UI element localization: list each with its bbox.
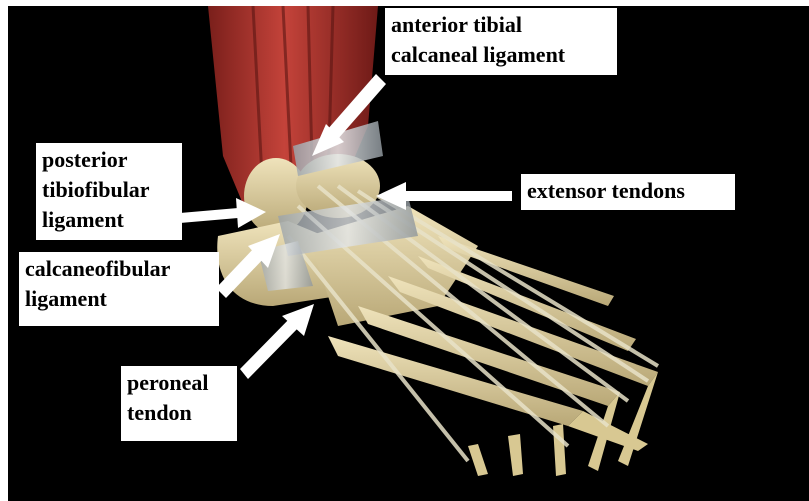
label-peroneal-tendon: peroneal tendon [121, 366, 237, 441]
label-calcaneofibular-ligament: calcaneofibular ligament [19, 252, 219, 326]
label-extensor-tendons: extensor tendons [521, 174, 735, 210]
arrow-peroneal-tendon [240, 304, 314, 379]
anatomy-illustration: anterior tibial calcaneal ligament exten… [8, 6, 809, 501]
label-anterior-tibial-calcaneal-ligament: anterior tibial calcaneal ligament [385, 8, 617, 75]
label-posterior-tibiofibular-ligament: posterior tibiofibular ligament [36, 143, 182, 240]
